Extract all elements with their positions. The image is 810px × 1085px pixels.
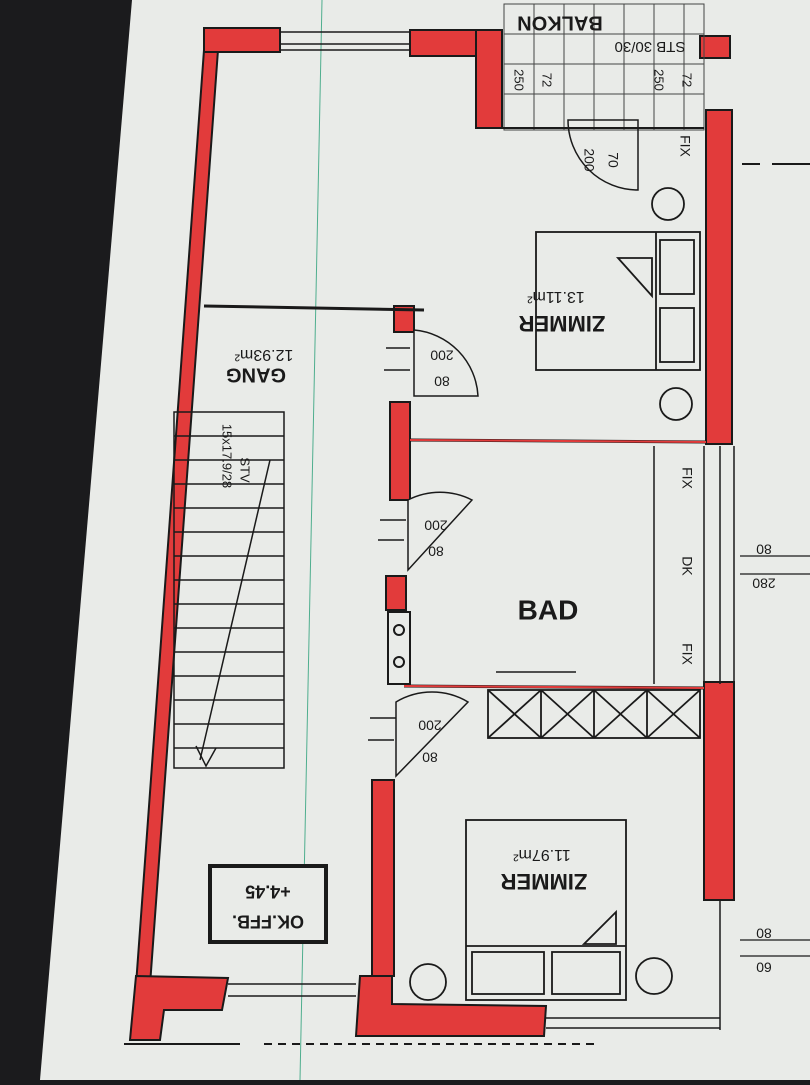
dim-right-60: 60 [756,959,772,975]
door-1-height: 200 [430,347,454,363]
door-ticks [368,347,410,741]
stair-steps: 15x17.9/28 [220,424,235,488]
dim-right-280: 280 [752,575,776,591]
door-2-swing [407,491,474,572]
door-3-height: 200 [418,717,442,733]
door-4-width: 70 [605,152,621,168]
dim-balkon-72b: 72 [680,73,695,87]
walls [128,27,735,1041]
dim-right-80a: 80 [756,541,772,557]
bad-sink-drain-1 [393,624,405,636]
wall-corridor-4 [371,779,395,977]
door-4-height: 200 [581,148,597,172]
door-3-swing [395,691,470,778]
window-top [280,31,410,51]
level-label: OK.FFB. [232,911,304,931]
wall-right-lower [703,681,735,901]
door-2-width: 80 [428,543,444,559]
bad-sink-drain-2 [393,656,405,668]
level-value: +4.45 [245,881,291,901]
bad-window-fix-1: FIX [679,467,695,489]
dashed-marks [124,163,810,1045]
wall-corridor-1 [393,305,415,333]
partition-zimmer-bad-red [409,439,707,443]
bad-window-fix-2: FIX [679,643,695,665]
bad-window [653,446,735,684]
wall-top-pillar [475,29,503,129]
wall-top-right [699,35,731,59]
nightstand-top-2 [659,387,693,421]
balcony-grid [503,3,705,131]
dim-balkon-250a: 250 [512,69,527,91]
zimmer-bottom-name: ZIMMER [501,869,588,894]
staircase [173,411,285,769]
wall-right-upper [705,109,733,445]
partition-gang-top [203,304,425,312]
level-box [208,864,328,944]
door-swings [395,329,479,778]
balcony-door-swing [567,119,639,191]
balkon-label: BALKON [517,12,603,34]
bad-window-dk: DK [679,556,695,576]
stair-label: STV [238,457,253,483]
wall-corridor-3 [385,575,407,611]
gang-area: 12.93m² [234,346,293,363]
door-2-height: 200 [424,517,448,533]
wardrobe [487,689,701,739]
window-bottom [228,900,721,1030]
partition-bad-zimmer-red [403,685,705,689]
door-1-width: 80 [434,373,450,389]
wall-bottom-left [128,974,230,1041]
bed-top [535,231,701,371]
nightstand-bottom-2 [635,957,673,995]
window-fix-top: FIX [677,135,693,157]
dim-balkon-72a: 72 [540,73,555,87]
bad-label: BAD [518,594,579,625]
wall-top-left [203,27,281,53]
door-3-width: 80 [422,749,438,765]
dim-balkon-250b: 250 [652,69,667,91]
zimmer-top-name: ZIMMER [519,311,606,336]
gang-name: GANG [226,364,286,386]
door-1-swing [413,329,479,397]
balkon-stb: STB 30/30 [615,38,686,55]
wall-corridor-2 [389,401,411,501]
bad-sink [387,611,411,685]
bed-bottom [465,819,627,1001]
wall-bottom-right [354,975,548,1037]
zimmer-top-area: 13.11m² [527,288,585,305]
zimmer-bottom-area: 11.97m² [513,846,571,863]
dim-right-80b: 80 [756,925,772,941]
nightstand-top-1 [651,187,685,221]
nightstand-bottom-1 [409,963,447,1001]
